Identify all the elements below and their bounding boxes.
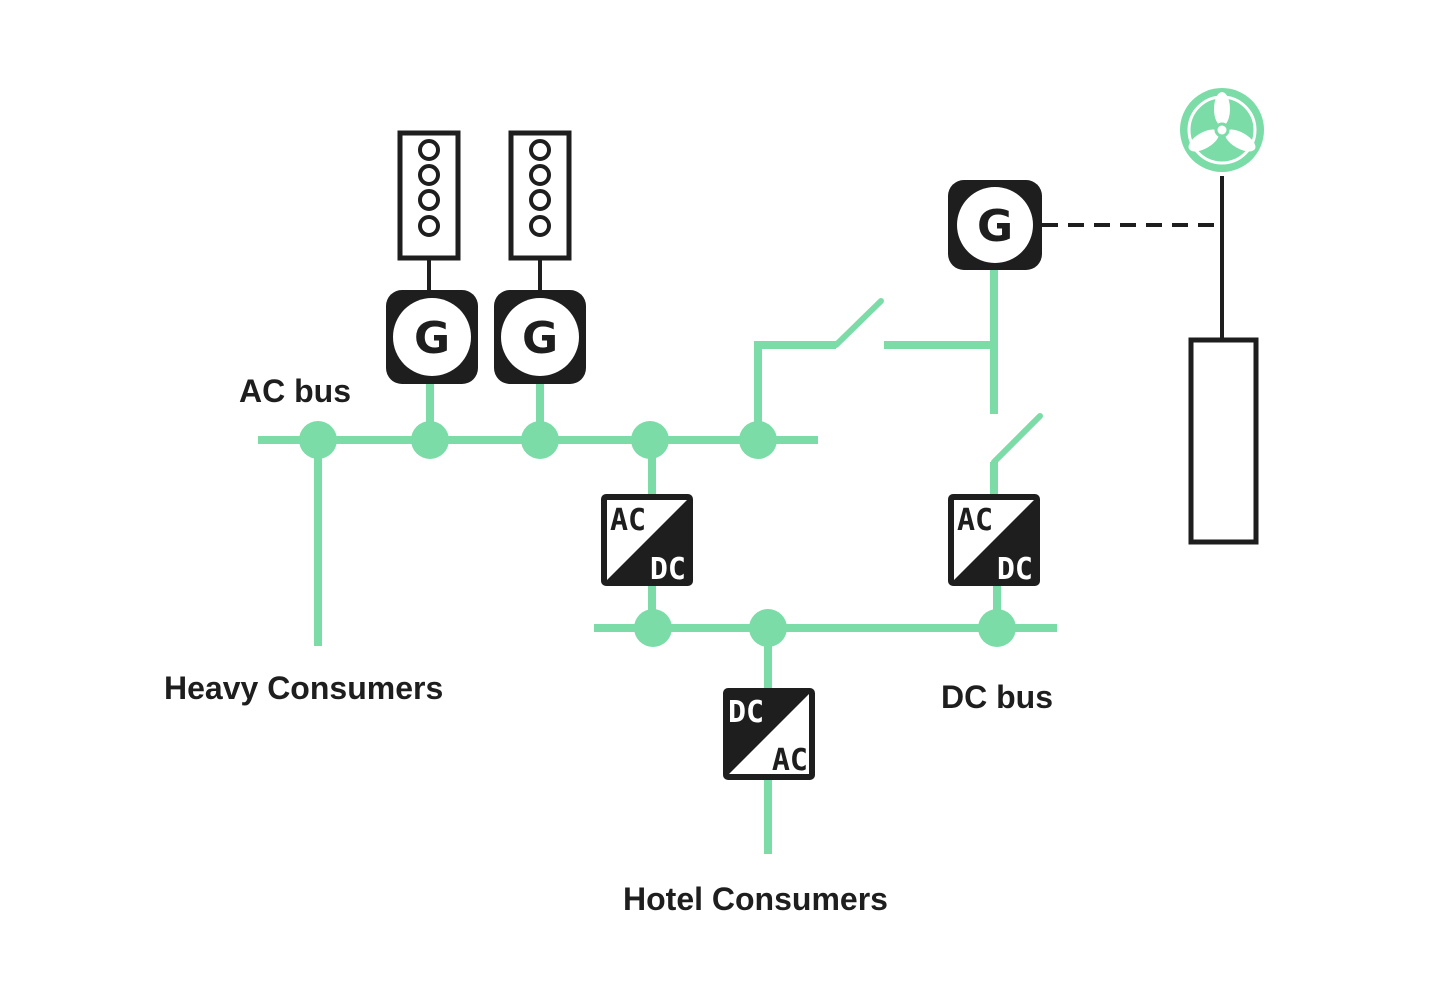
switch-icon [833, 298, 884, 348]
fan-icon [1180, 88, 1264, 172]
bus-node [634, 609, 672, 647]
converter-ac-dc-1: AC DC [601, 494, 693, 587]
heavy-consumers-label: Heavy Consumers [164, 670, 444, 706]
generator-label: G [414, 313, 450, 364]
engine-icon [397, 130, 461, 292]
converter-top-label: DC [728, 695, 764, 730]
bus-node [749, 609, 787, 647]
converter-top-label: AC [957, 503, 993, 538]
converter-ac-dc-2: AC DC [948, 494, 1040, 587]
generator-2: G [494, 290, 586, 384]
converter-dc-ac: DC AC [723, 688, 815, 780]
bus-nodes [299, 421, 1016, 647]
generator-3: G [948, 180, 1042, 270]
hotel-consumers-label: Hotel Consumers [623, 881, 888, 917]
converter-bottom-label: DC [650, 552, 686, 587]
ac-bus-label: AC bus [239, 373, 351, 409]
switch-icon [991, 413, 1043, 465]
generator-label: G [977, 201, 1013, 252]
bus-node [411, 421, 449, 459]
bus-node [631, 421, 669, 459]
converter-top-label: AC [610, 503, 646, 538]
bus-node [978, 609, 1016, 647]
ac-tie-line [754, 341, 836, 440]
converter-bottom-label: AC [772, 743, 808, 778]
converter-bottom-label: DC [997, 552, 1033, 587]
battery-icon [1188, 337, 1259, 545]
engine-icon [508, 130, 572, 292]
generator-label: G [522, 313, 558, 364]
generator-1: G [386, 290, 478, 384]
bus-node [521, 421, 559, 459]
bus-node [299, 421, 337, 459]
bus-node [739, 421, 777, 459]
dc-bus-label: DC bus [941, 679, 1053, 715]
